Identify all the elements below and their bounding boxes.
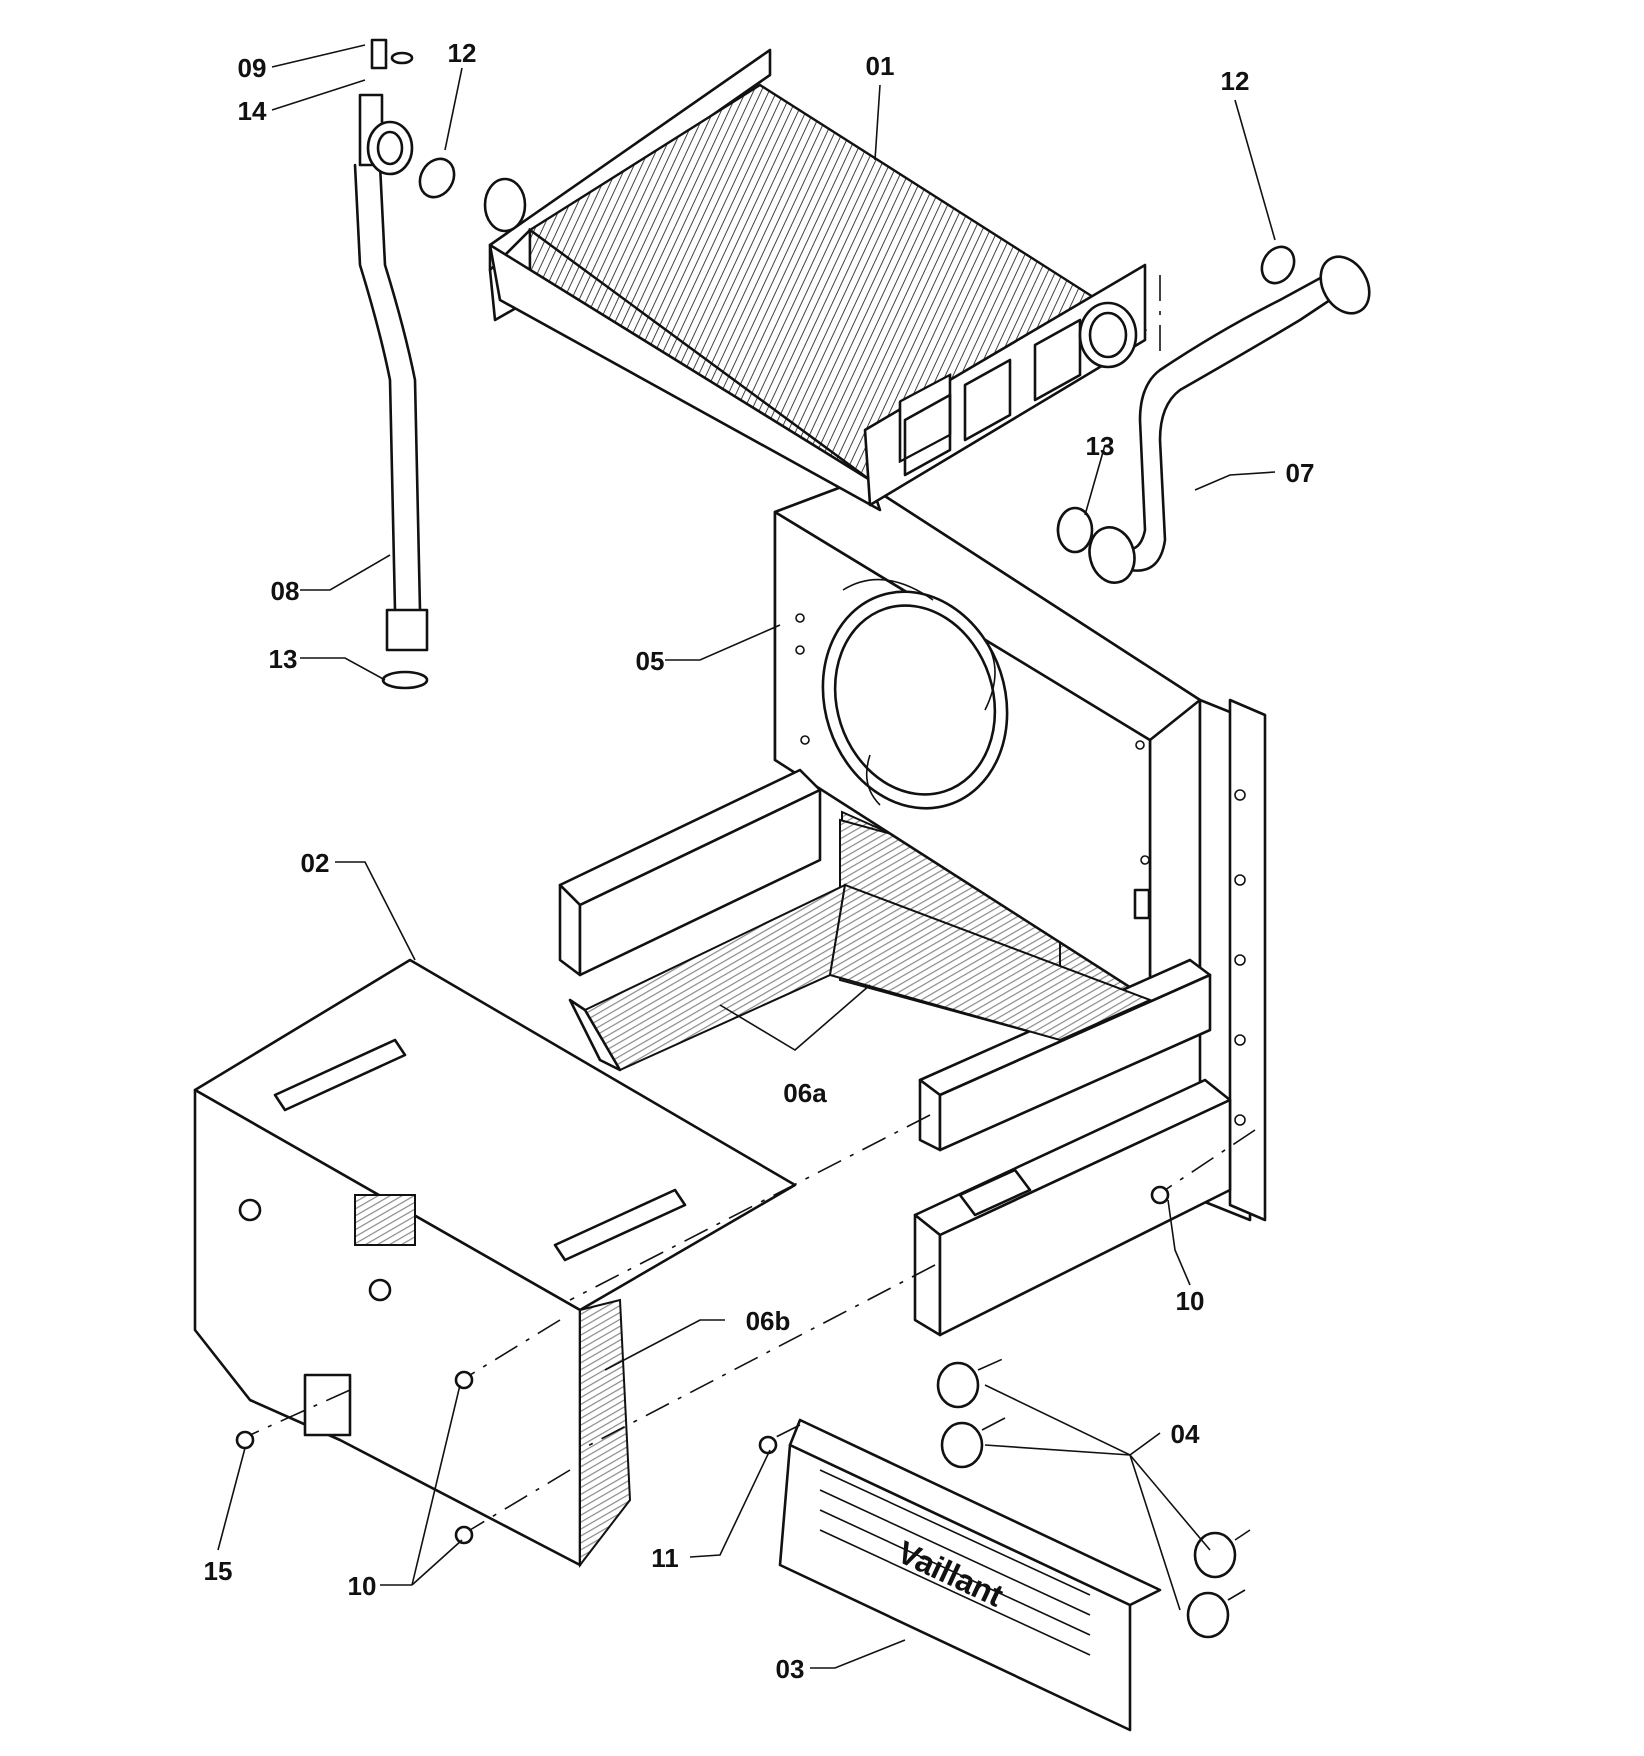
label-10a: 10 xyxy=(348,1571,377,1601)
return-pipe-08 xyxy=(353,38,429,690)
label-12a: 12 xyxy=(448,38,477,68)
label-15: 15 xyxy=(204,1556,233,1586)
label-06b: 06b xyxy=(746,1306,791,1336)
label-10b: 10 xyxy=(1176,1286,1205,1316)
label-03: 03 xyxy=(776,1654,805,1684)
alignment-lines xyxy=(249,1114,1256,1601)
label-09: 09 xyxy=(238,53,267,83)
label-07: 07 xyxy=(1286,458,1315,488)
insulation-panels-06a xyxy=(568,883,1153,1072)
label-13a: 13 xyxy=(269,644,298,674)
label-14: 14 xyxy=(238,96,267,126)
label-01: 01 xyxy=(866,51,895,81)
label-02: 02 xyxy=(301,848,330,878)
o-rings xyxy=(418,157,1296,554)
leader-lines xyxy=(217,44,1276,1669)
burner-casing-02 xyxy=(193,958,797,1568)
label-04: 04 xyxy=(1171,1419,1200,1449)
heat-exchanger-01 xyxy=(483,48,1161,512)
label-06a: 06a xyxy=(783,1078,827,1108)
label-05: 05 xyxy=(636,646,665,676)
callout-labels: 09 14 12 01 12 13 07 08 13 05 02 06a 06b… xyxy=(204,38,1315,1684)
combustion-chamber-05 xyxy=(558,478,1267,1337)
label-11: 11 xyxy=(651,1543,679,1573)
label-08: 08 xyxy=(271,576,300,606)
label-12b: 12 xyxy=(1221,66,1250,96)
flow-pipe-07 xyxy=(1056,255,1371,584)
label-13b: 13 xyxy=(1086,431,1115,461)
plate-heat-exchanger-03: Vaillant xyxy=(778,1361,1237,1732)
